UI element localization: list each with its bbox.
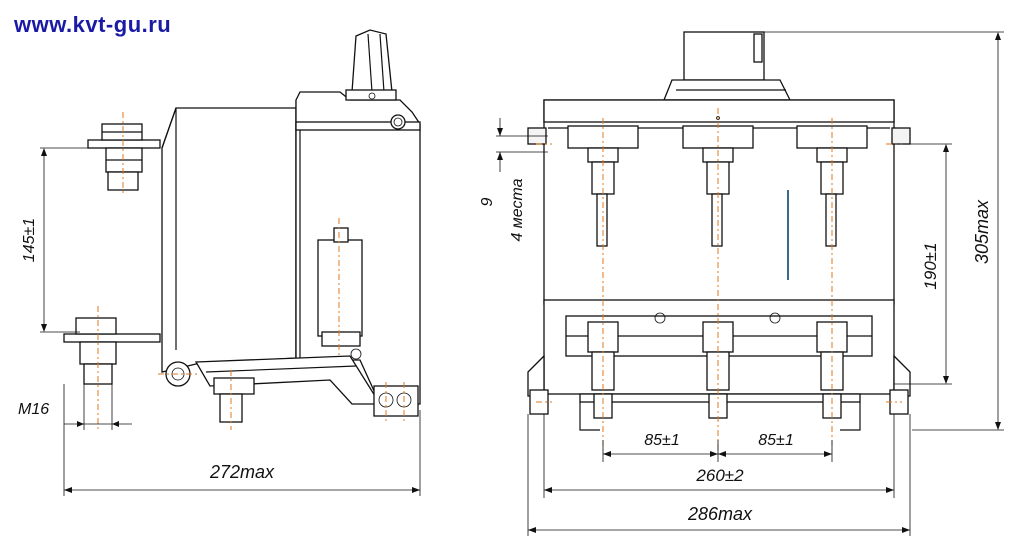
pole-left — [567, 118, 639, 450]
pitch-left-label: 85±1 — [644, 432, 679, 449]
total-height-label: 305max — [972, 199, 992, 264]
hole-count-label: 4 места — [509, 178, 526, 241]
side-view: 145±1 M16 272max — [18, 29, 421, 496]
total-width-label: 286max — [687, 504, 753, 524]
pole-right — [796, 118, 868, 450]
site-url[interactable]: www.kvt-gu.ru — [14, 12, 172, 37]
side-height-label: 145±1 — [21, 218, 38, 262]
thread-size-label: M16 — [18, 401, 49, 418]
mount-width-label: 260±2 — [695, 466, 744, 485]
side-width-label: 272max — [209, 462, 275, 482]
pitch-right-label: 85±1 — [758, 432, 793, 449]
front-view: 9 4 места 190±1 305max 85±1 85±1 260± — [479, 31, 1004, 536]
inner-height-label: 190±1 — [921, 242, 940, 289]
hole-size-label: 9 — [479, 197, 496, 206]
pole-middle — [682, 108, 754, 450]
